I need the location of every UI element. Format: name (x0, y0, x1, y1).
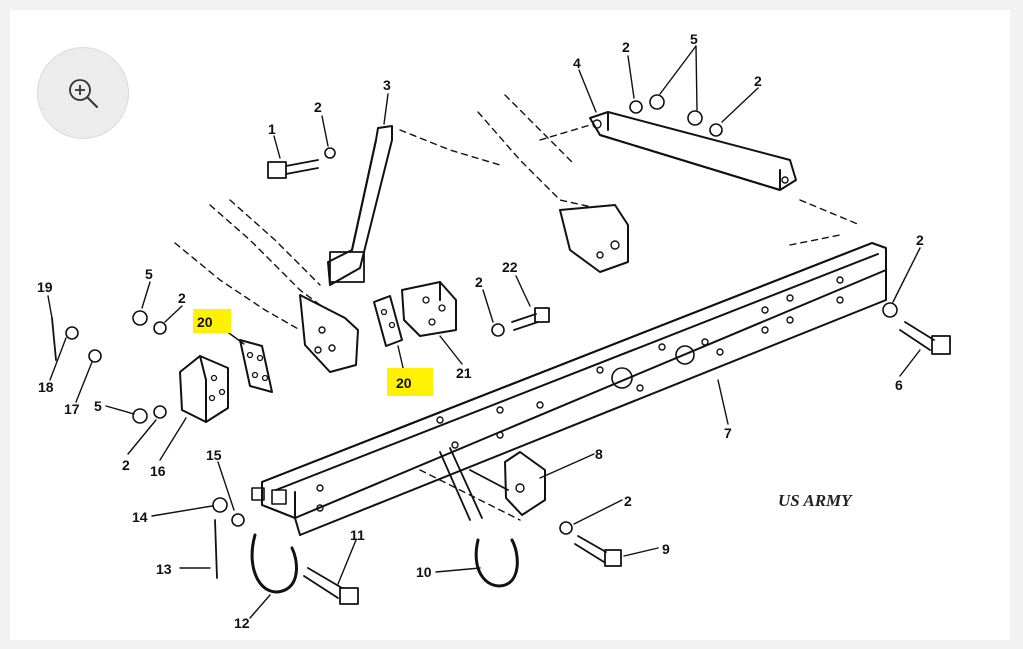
callout-2: 2 (475, 274, 483, 290)
callout-21: 21 (456, 365, 472, 381)
watermark-text: US ARMY (778, 491, 853, 510)
bracket-3 (327, 125, 393, 286)
callout-6: 6 (895, 377, 903, 393)
callout-13: 13 (156, 561, 172, 577)
bracket-21 (401, 281, 457, 337)
callout-2: 2 (624, 493, 632, 509)
callout-20: 20 (396, 375, 412, 391)
callout-11: 11 (350, 527, 365, 543)
shackle-10 (474, 538, 519, 588)
callout-5: 5 (145, 266, 153, 282)
callout-14: 14 (132, 509, 148, 525)
frame-rail-end-right (559, 204, 629, 273)
shim-20-right (373, 295, 403, 347)
frame-rail-end-left (299, 294, 359, 373)
callout-2: 2 (622, 39, 630, 55)
callout-2: 2 (916, 232, 924, 248)
shackle-12 (250, 533, 298, 594)
zoom-in-icon (69, 79, 98, 108)
callout-2: 2 (178, 290, 186, 306)
highlight-20-right (387, 368, 433, 396)
image-frame (10, 10, 1010, 640)
callout-20: 20 (197, 314, 213, 330)
bracket-16 (179, 355, 229, 423)
bracket-8 (504, 451, 546, 516)
callout-15: 15 (206, 447, 222, 463)
callout-8: 8 (595, 446, 603, 462)
shim-20-left (239, 339, 273, 393)
callout-labels: 1 2 3 4 2 5 2 5 2 19 20 18 17 5 2 16 22 … (37, 31, 924, 631)
callout-17: 17 (64, 401, 80, 417)
callout-4: 4 (573, 55, 581, 71)
callout-3: 3 (383, 77, 391, 93)
crossmember-7 (251, 242, 887, 536)
callout-19: 19 (37, 279, 53, 295)
callout-16: 16 (150, 463, 166, 479)
crossbar-4 (589, 111, 797, 191)
callout-18: 18 (38, 379, 54, 395)
callout-2: 2 (314, 99, 322, 115)
zoom-button[interactable] (37, 47, 129, 139)
callout-9: 9 (662, 541, 670, 557)
callout-22: 22 (502, 259, 518, 275)
callout-1: 1 (268, 121, 276, 137)
callout-5: 5 (690, 31, 698, 47)
highlight-20-left (193, 309, 231, 333)
callout-5: 5 (94, 398, 102, 414)
callout-10: 10 (416, 564, 432, 580)
callout-7: 7 (724, 425, 732, 441)
callout-2: 2 (754, 73, 762, 89)
callout-12: 12 (234, 615, 250, 631)
callout-2: 2 (122, 457, 130, 473)
